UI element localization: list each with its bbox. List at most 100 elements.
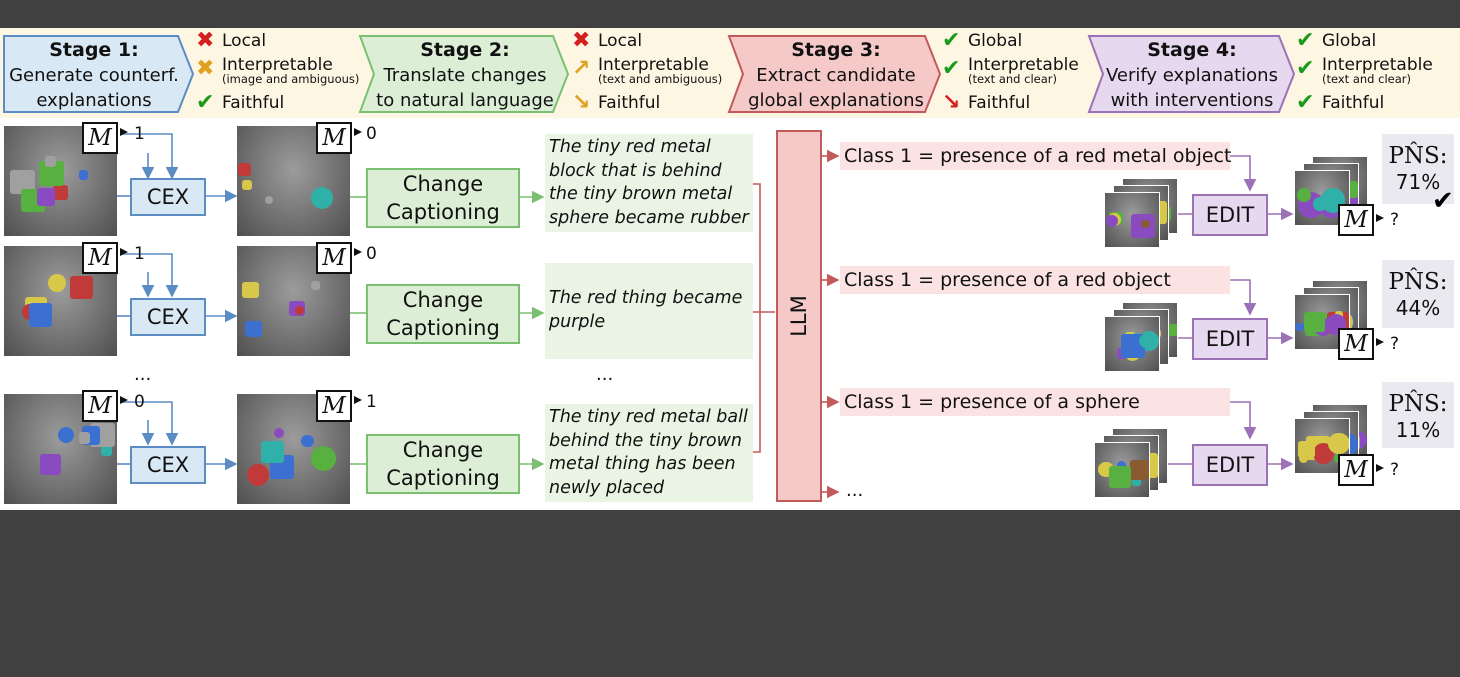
ellipsis: ... xyxy=(596,364,614,385)
scene-object xyxy=(1328,433,1349,455)
stage-property: Interpretable(text and clear) xyxy=(1322,55,1433,86)
stage-property-label: Interpretable xyxy=(222,55,333,75)
scene-object xyxy=(37,187,56,206)
check-icon: ✔ xyxy=(1296,28,1315,53)
stage-property-note: (image and ambiguous) xyxy=(222,72,360,86)
stack-sheet xyxy=(1294,170,1350,226)
scene-object xyxy=(264,195,273,205)
arrow-down-icon: ↘ xyxy=(572,90,591,115)
stage-property-label: Interpretable xyxy=(1322,55,1433,75)
cross-icon: ✖ xyxy=(196,56,215,81)
scene-object xyxy=(101,444,113,456)
arrow-up-icon: ↗ xyxy=(572,56,591,81)
stage-3-chevron xyxy=(727,35,942,113)
stage-property-label: Faithful xyxy=(598,93,661,113)
stack-sheet xyxy=(1294,294,1350,350)
scene-object xyxy=(1106,214,1118,227)
stack-sheet xyxy=(1104,316,1160,372)
cex-box: CEX xyxy=(130,298,206,336)
stage-property: Interpretable(image and ambiguous) xyxy=(222,55,360,86)
stage-property: Faithful xyxy=(598,93,661,113)
check-icon: ✔ xyxy=(942,28,961,53)
model-box: M xyxy=(1338,454,1374,486)
stage-property-label: Interpretable xyxy=(968,55,1079,75)
scene-object xyxy=(310,445,337,471)
caption-text: The tiny red metal block that is behind … xyxy=(545,134,753,232)
stack-sheet xyxy=(1104,192,1160,248)
stage-property-note: (text and clear) xyxy=(1322,72,1411,86)
cex-box: CEX xyxy=(130,446,206,484)
check-icon: ✔ xyxy=(196,90,215,115)
scene-object xyxy=(78,431,91,444)
check-icon: ✔ xyxy=(1432,186,1454,216)
model-box: M xyxy=(316,242,352,274)
stage-property: Faithful xyxy=(1322,93,1385,113)
stage-property: Faithful xyxy=(222,95,284,112)
check-icon: ✔ xyxy=(1296,56,1315,81)
stage-property: Global xyxy=(1322,33,1376,50)
pns-score: PN̂S:11% xyxy=(1382,382,1454,448)
stage-1-chevron xyxy=(3,35,195,113)
model-box: M xyxy=(82,242,118,274)
figure: Stage 1:Generate counterf.explanations S… xyxy=(0,28,1460,510)
scene-object xyxy=(1108,465,1131,488)
model-box: M xyxy=(1338,328,1374,360)
model-box: M xyxy=(1338,204,1374,236)
edit-box: EDIT xyxy=(1192,194,1268,236)
stage-property-label: Local xyxy=(598,31,643,51)
scene-object xyxy=(246,463,270,487)
stage-property-label: Faithful xyxy=(1322,93,1385,113)
ellipsis: ... xyxy=(846,480,864,501)
pns-score: PN̂S:71% xyxy=(1382,134,1454,204)
model-output: 1 xyxy=(134,244,145,264)
model-output: 0 xyxy=(366,124,377,144)
scene-object xyxy=(310,187,334,210)
ellipsis: ... xyxy=(134,364,152,385)
scene-object xyxy=(1129,460,1149,480)
stage-1-title: Stage 1:Generate counterf.explanations xyxy=(9,39,179,111)
scene-object xyxy=(48,274,66,292)
scene-object xyxy=(311,281,320,290)
unknown-output: ? xyxy=(1390,334,1400,354)
arrow-down-icon: ↘ xyxy=(942,90,961,115)
unknown-output: ? xyxy=(1390,460,1400,480)
hypothesis: Class 1 = presence of a sphere xyxy=(840,388,1230,416)
model-box: M xyxy=(82,122,118,154)
stage-property: Local xyxy=(598,31,643,51)
stage-property-note: (text and clear) xyxy=(968,72,1057,86)
scene-object xyxy=(274,428,285,439)
scene-object xyxy=(260,440,284,464)
scene-object xyxy=(28,303,52,327)
edit-box: EDIT xyxy=(1192,318,1268,360)
scene-object xyxy=(1304,312,1325,333)
scene-object xyxy=(294,305,304,316)
stack-sheet xyxy=(1294,418,1350,474)
stage-property: Local xyxy=(222,33,266,50)
model-output: 0 xyxy=(134,392,145,412)
model-output: 1 xyxy=(134,124,145,144)
scene-object xyxy=(1295,322,1304,332)
model-box: M xyxy=(82,390,118,422)
cross-icon: ✖ xyxy=(572,28,591,53)
scene-object xyxy=(53,185,68,201)
scene-object xyxy=(1296,187,1311,202)
model-output: 1 xyxy=(366,392,377,412)
hypothesis: Class 1 = presence of a red object xyxy=(840,266,1230,294)
llm-box: LLM xyxy=(776,130,822,502)
model-box: M xyxy=(316,390,352,422)
stage-property-label: Global xyxy=(968,31,1023,51)
cex-box: CEX xyxy=(130,178,206,216)
caption-text: The tiny red metal ball behind the tiny … xyxy=(545,404,753,502)
scene-object xyxy=(245,320,262,337)
stage-4-chevron xyxy=(1087,35,1296,113)
scene-object xyxy=(1166,324,1177,337)
unknown-output: ? xyxy=(1390,210,1400,230)
scene-object xyxy=(1138,334,1153,349)
stage-property: Interpretable(text and ambiguous) xyxy=(598,57,722,85)
scene-object xyxy=(1141,219,1150,229)
